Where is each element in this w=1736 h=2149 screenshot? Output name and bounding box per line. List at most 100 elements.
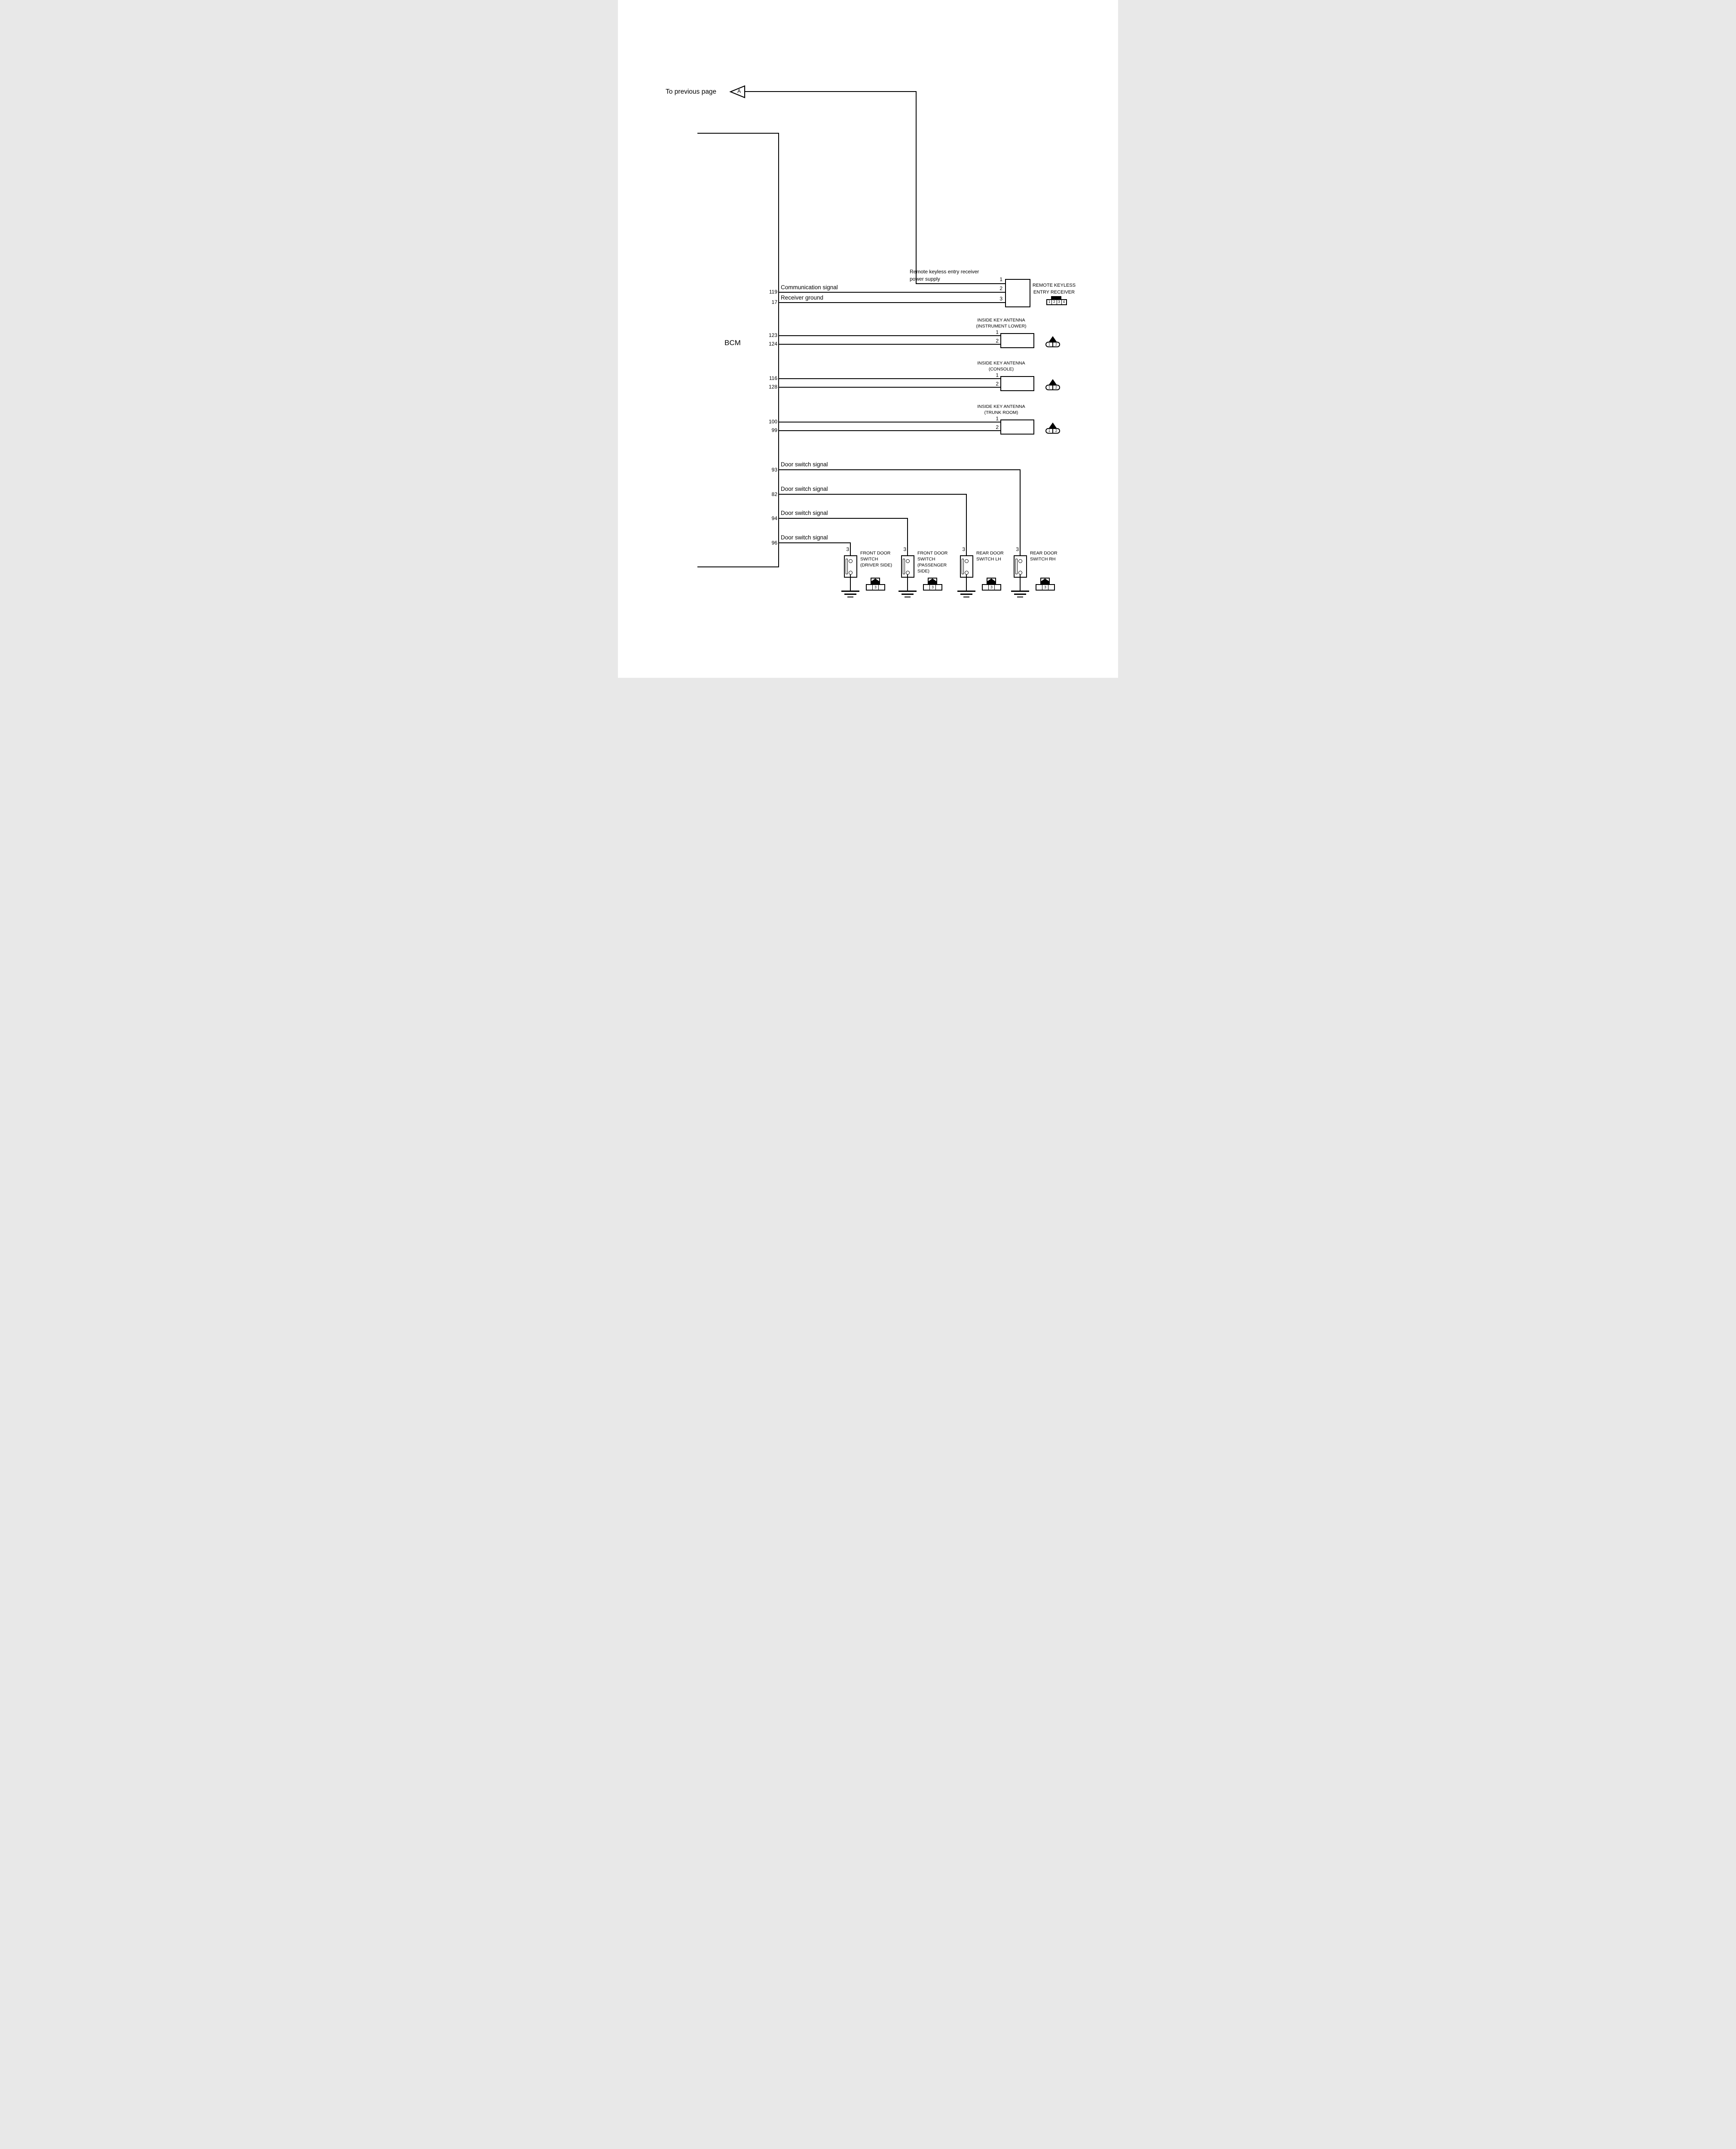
receiver-connector-tab xyxy=(1051,296,1061,300)
to-previous-page-label: To previous page xyxy=(666,88,717,95)
antenna3-subtitle: (TRUNK ROOM) xyxy=(984,410,1018,415)
switch3-plunger-icon xyxy=(962,559,964,574)
bcm-right-edge xyxy=(778,133,779,567)
switch1-connector-cell-2: 3 xyxy=(872,585,878,590)
receiver-pin-1: 1 xyxy=(999,276,1002,282)
switch4-pin-3: 3 xyxy=(1016,546,1019,552)
antenna1-connector-keyway-icon xyxy=(1049,336,1057,342)
receiver-connector-cell-4: 4 xyxy=(1061,300,1066,304)
door-signal-label-93: Door switch signal xyxy=(781,461,828,468)
switch2-plunger-icon xyxy=(903,559,905,574)
wire-antenna1-pin1 xyxy=(779,335,1000,336)
antenna2-connector-icon: 1 2 xyxy=(1045,385,1060,390)
switch2-ground-line2 xyxy=(902,594,914,595)
receiver-connector-cell-1: 1 xyxy=(1048,300,1051,304)
antenna1-connector-icon: 1 2 xyxy=(1045,342,1060,347)
switch3-ground-line2 xyxy=(960,594,972,595)
antenna2-subtitle: (CONSOLE) xyxy=(988,367,1014,372)
switch2-ground-wire xyxy=(907,574,908,591)
wire-receiver-pin1 xyxy=(916,283,1006,284)
receiver-pin-2: 2 xyxy=(999,285,1002,291)
switch1-ground-wire xyxy=(850,574,851,591)
bcm-pin-17: 17 xyxy=(771,299,777,305)
receiver-name-line2: ENTRY RECEIVER xyxy=(1033,290,1075,295)
switch3-connector-cell-2: 3 xyxy=(988,585,994,590)
bcm-pin-99: 99 xyxy=(771,427,777,433)
wire-antenna1-pin2 xyxy=(779,344,1000,345)
antenna2-connector-cell-1: 1 xyxy=(1046,386,1053,389)
switch1-connector-icon: 3 xyxy=(866,584,885,591)
antenna2-connector-keyway-icon xyxy=(1049,379,1057,385)
switch2-pin-3: 3 xyxy=(903,546,906,552)
antenna2-pin-2: 2 xyxy=(996,381,999,387)
switch4-ground-line2 xyxy=(1014,594,1026,595)
antenna2-title: INSIDE KEY ANTENNA xyxy=(977,361,1025,366)
antenna3-connector-keyway-icon xyxy=(1049,422,1057,428)
switch2-connector-icon: 3 xyxy=(923,584,942,591)
bcm-pin-123: 123 xyxy=(768,332,777,338)
switch3-connector-cell-3 xyxy=(994,585,1000,590)
receiver-connector-cell-3: 3 xyxy=(1056,300,1061,304)
wire-antenna2-pin2 xyxy=(779,387,1000,388)
off-page-arrow-letter: A xyxy=(737,88,741,94)
wire-93-drop xyxy=(1020,469,1021,560)
off-page-arrow-icon xyxy=(729,85,746,98)
wire-94 xyxy=(779,518,908,519)
bcm-pin-116: 116 xyxy=(769,375,777,381)
wire-94-drop xyxy=(907,518,908,560)
antenna1-connector-cell-2: 2 xyxy=(1055,343,1057,346)
switch4-name-line2: SWITCH RH xyxy=(1030,557,1056,562)
wire-from-arrow xyxy=(745,91,916,92)
wire-antenna3-pin2 xyxy=(779,430,1000,431)
switch3-connector-keyway-icon xyxy=(987,578,996,585)
switch2-connector-keyway-icon xyxy=(928,578,937,585)
receiver-power-label-line2: power supply xyxy=(910,276,940,282)
receiver-box xyxy=(1005,279,1030,307)
bcm-top-edge xyxy=(697,133,779,134)
door-signal-label-94: Door switch signal xyxy=(781,510,828,516)
switch2-connector-cell-2: 3 xyxy=(929,585,935,590)
wire-82 xyxy=(779,494,967,495)
wire-power-vertical xyxy=(916,91,917,284)
switch3-ground-wire xyxy=(966,574,967,591)
wiring-diagram-page: To previous page A BCM Remote keyless en… xyxy=(618,0,1118,678)
switch4-connector-icon: 3 xyxy=(1036,584,1055,591)
door-signal-label-82: Door switch signal xyxy=(781,486,828,492)
switch1-name-line3: (DRIVER SIDE) xyxy=(860,563,892,568)
bcm-pin-124: 124 xyxy=(768,341,777,347)
wire-93 xyxy=(779,469,1021,470)
bcm-pin-96: 96 xyxy=(771,540,777,546)
switch4-connector-cell-2: 3 xyxy=(1042,585,1048,590)
antenna1-box xyxy=(1000,333,1034,348)
antenna3-pin-1: 1 xyxy=(996,416,999,422)
antenna3-pin-2: 2 xyxy=(996,424,999,430)
switch1-ground-icon xyxy=(841,591,859,592)
antenna1-subtitle: (INSTRUMENT LOWER) xyxy=(976,324,1027,329)
bcm-pin-128: 128 xyxy=(768,384,777,390)
switch1-plunger-icon xyxy=(846,559,848,574)
communication-signal-label: Communication signal xyxy=(781,284,838,291)
switch4-ground-icon xyxy=(1011,591,1029,592)
switch3-connector-cell-1 xyxy=(983,585,988,590)
wire-receiver-pin2 xyxy=(779,292,1006,293)
switch4-connector-cell-3 xyxy=(1048,585,1054,590)
antenna1-connector-cell-1: 1 xyxy=(1046,343,1053,346)
receiver-power-label-line1: Remote keyless entry receiver xyxy=(910,269,979,275)
bcm-label: BCM xyxy=(724,339,741,347)
switch1-ground-line2 xyxy=(844,594,856,595)
switch3-terminal-top xyxy=(965,559,969,563)
switch1-connector-cell-3 xyxy=(878,585,884,590)
bcm-pin-93: 93 xyxy=(771,467,777,473)
antenna1-pin-1: 1 xyxy=(996,329,999,335)
wire-82-drop xyxy=(966,494,967,560)
switch4-connector-cell-1 xyxy=(1036,585,1042,590)
switch1-terminal-top xyxy=(849,559,853,563)
switch2-name-line4: SIDE) xyxy=(917,569,930,574)
bcm-pin-94: 94 xyxy=(771,515,777,521)
door-signal-label-96: Door switch signal xyxy=(781,534,828,541)
antenna3-connector-cell-1: 1 xyxy=(1046,429,1053,433)
switch2-name-line3: (PASSENGER xyxy=(917,563,947,568)
receiver-connector-cell-2: 2 xyxy=(1051,300,1056,304)
switch4-plunger-icon xyxy=(1015,559,1018,574)
switch2-name-line2: SWITCH xyxy=(917,557,935,562)
